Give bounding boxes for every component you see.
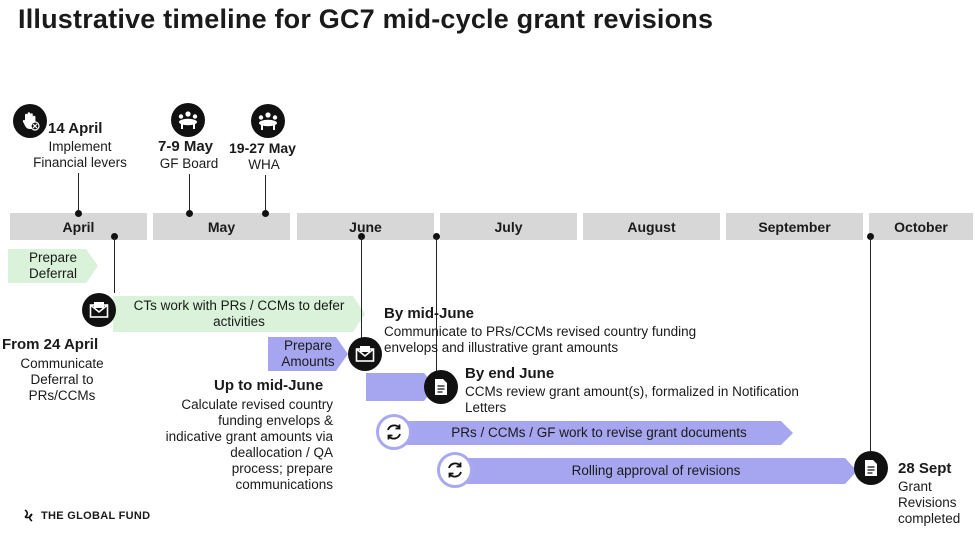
envelope-icon — [82, 293, 116, 327]
milestone-date-14-april: 14 April — [48, 120, 103, 137]
milestone-text: completed — [898, 511, 961, 526]
logo-text: THE GLOBAL FUND — [41, 509, 151, 522]
document-icon — [424, 370, 458, 404]
milestone-text: CCMs review grant amount(s), formalized … — [465, 384, 799, 399]
global-fund-logo-icon — [24, 509, 33, 522]
meeting-table-icon — [171, 103, 205, 137]
milestone-text: funding envelops & — [218, 413, 333, 428]
milestone-dot — [111, 233, 118, 240]
hand-stop-icon — [13, 104, 47, 138]
meeting-table-icon — [251, 104, 285, 138]
cycle-arrows-icon — [437, 452, 473, 488]
task-label: Prepare — [28, 250, 78, 265]
milestone-text: Communicate to PRs/CCMs revised country … — [384, 324, 697, 339]
milestone-date-7-9-may: 7-9 May — [158, 138, 214, 155]
milestone-dot — [358, 233, 365, 240]
milestone-date-19-27-may: 19-27 May — [229, 140, 296, 156]
connector-line — [265, 175, 266, 214]
milestone-text: Deferral to — [30, 372, 94, 387]
connector-line — [78, 173, 79, 213]
task-label: CTs work with PRs / CCMs to defer — [133, 298, 345, 313]
milestone-heading-up-to-mid-june: Up to mid-June — [214, 377, 324, 394]
milestone-text: PRs/CCMs — [28, 388, 96, 403]
task-label: Deferral — [28, 266, 77, 281]
task-label: PRs / CCMs / GF work to revise grant doc… — [451, 425, 747, 440]
milestone-text: envelops and illustrative grant amounts — [384, 340, 619, 355]
connector-line — [870, 237, 871, 451]
milestone-date-28-sept: 28 Sept — [898, 460, 952, 477]
month-july: July — [440, 213, 577, 240]
task-label: activities — [213, 314, 265, 329]
milestone-dot — [186, 210, 193, 217]
global-fund-logo: THE GLOBAL FUND — [22, 509, 150, 522]
milestone-text: GF Board — [159, 156, 219, 171]
task-arrow-cts-work: CTs work with PRs / CCMs to defer activi… — [113, 296, 365, 332]
milestone-text: WHA — [248, 157, 280, 172]
cycle-arrows-icon — [376, 414, 412, 450]
milestone-text: Letters — [465, 400, 507, 415]
milestone-text: Financial levers — [33, 155, 127, 170]
milestone-text: Implement — [48, 139, 112, 154]
milestone-text: deallocation / QA — [230, 445, 333, 460]
milestone-dot — [867, 233, 874, 240]
task-arrow-rolling-approval: Rolling approval of revisions — [455, 458, 857, 484]
milestone-heading-by-mid-june: By mid-June — [384, 305, 475, 322]
connector-line — [436, 237, 437, 373]
task-label: Prepare — [283, 338, 333, 353]
milestone-text: Revisions — [898, 495, 957, 510]
document-icon — [854, 451, 888, 485]
month-may: May — [153, 213, 290, 240]
connector-line — [361, 237, 362, 341]
month-october: October — [869, 213, 973, 240]
month-june: June — [297, 213, 434, 240]
milestone-dot — [75, 210, 82, 217]
task-arrow-prepare-amounts: Prepare Amounts — [268, 337, 348, 371]
connector-line — [189, 174, 190, 214]
milestone-heading-by-end-june: By end June — [465, 365, 555, 382]
month-august: August — [583, 213, 720, 240]
milestone-text: communications — [235, 477, 333, 492]
task-arrow-revise-grant-documents: PRs / CCMs / GF work to revise grant doc… — [395, 421, 793, 445]
milestone-text: indicative grant amounts via — [165, 429, 333, 444]
month-april: April — [10, 213, 147, 240]
task-label: Rolling approval of revisions — [571, 463, 741, 478]
milestone-dot — [262, 210, 269, 217]
task-arrow-prepare-deferral: Prepare Deferral — [8, 249, 98, 283]
task-label: Amounts — [281, 354, 335, 369]
milestone-text: Calculate revised country — [181, 397, 333, 412]
page-title: Illustrative timeline for GC7 mid-cycle … — [18, 4, 714, 34]
milestone-dot — [433, 233, 440, 240]
milestone-text: process; prepare — [231, 461, 333, 476]
milestone-text: Grant — [898, 479, 932, 494]
connector-line — [114, 237, 115, 293]
milestone-date-24-april: From 24 April — [2, 336, 99, 353]
month-september: September — [726, 213, 863, 240]
milestone-text: Communicate — [20, 356, 104, 371]
envelope-icon — [348, 337, 382, 371]
